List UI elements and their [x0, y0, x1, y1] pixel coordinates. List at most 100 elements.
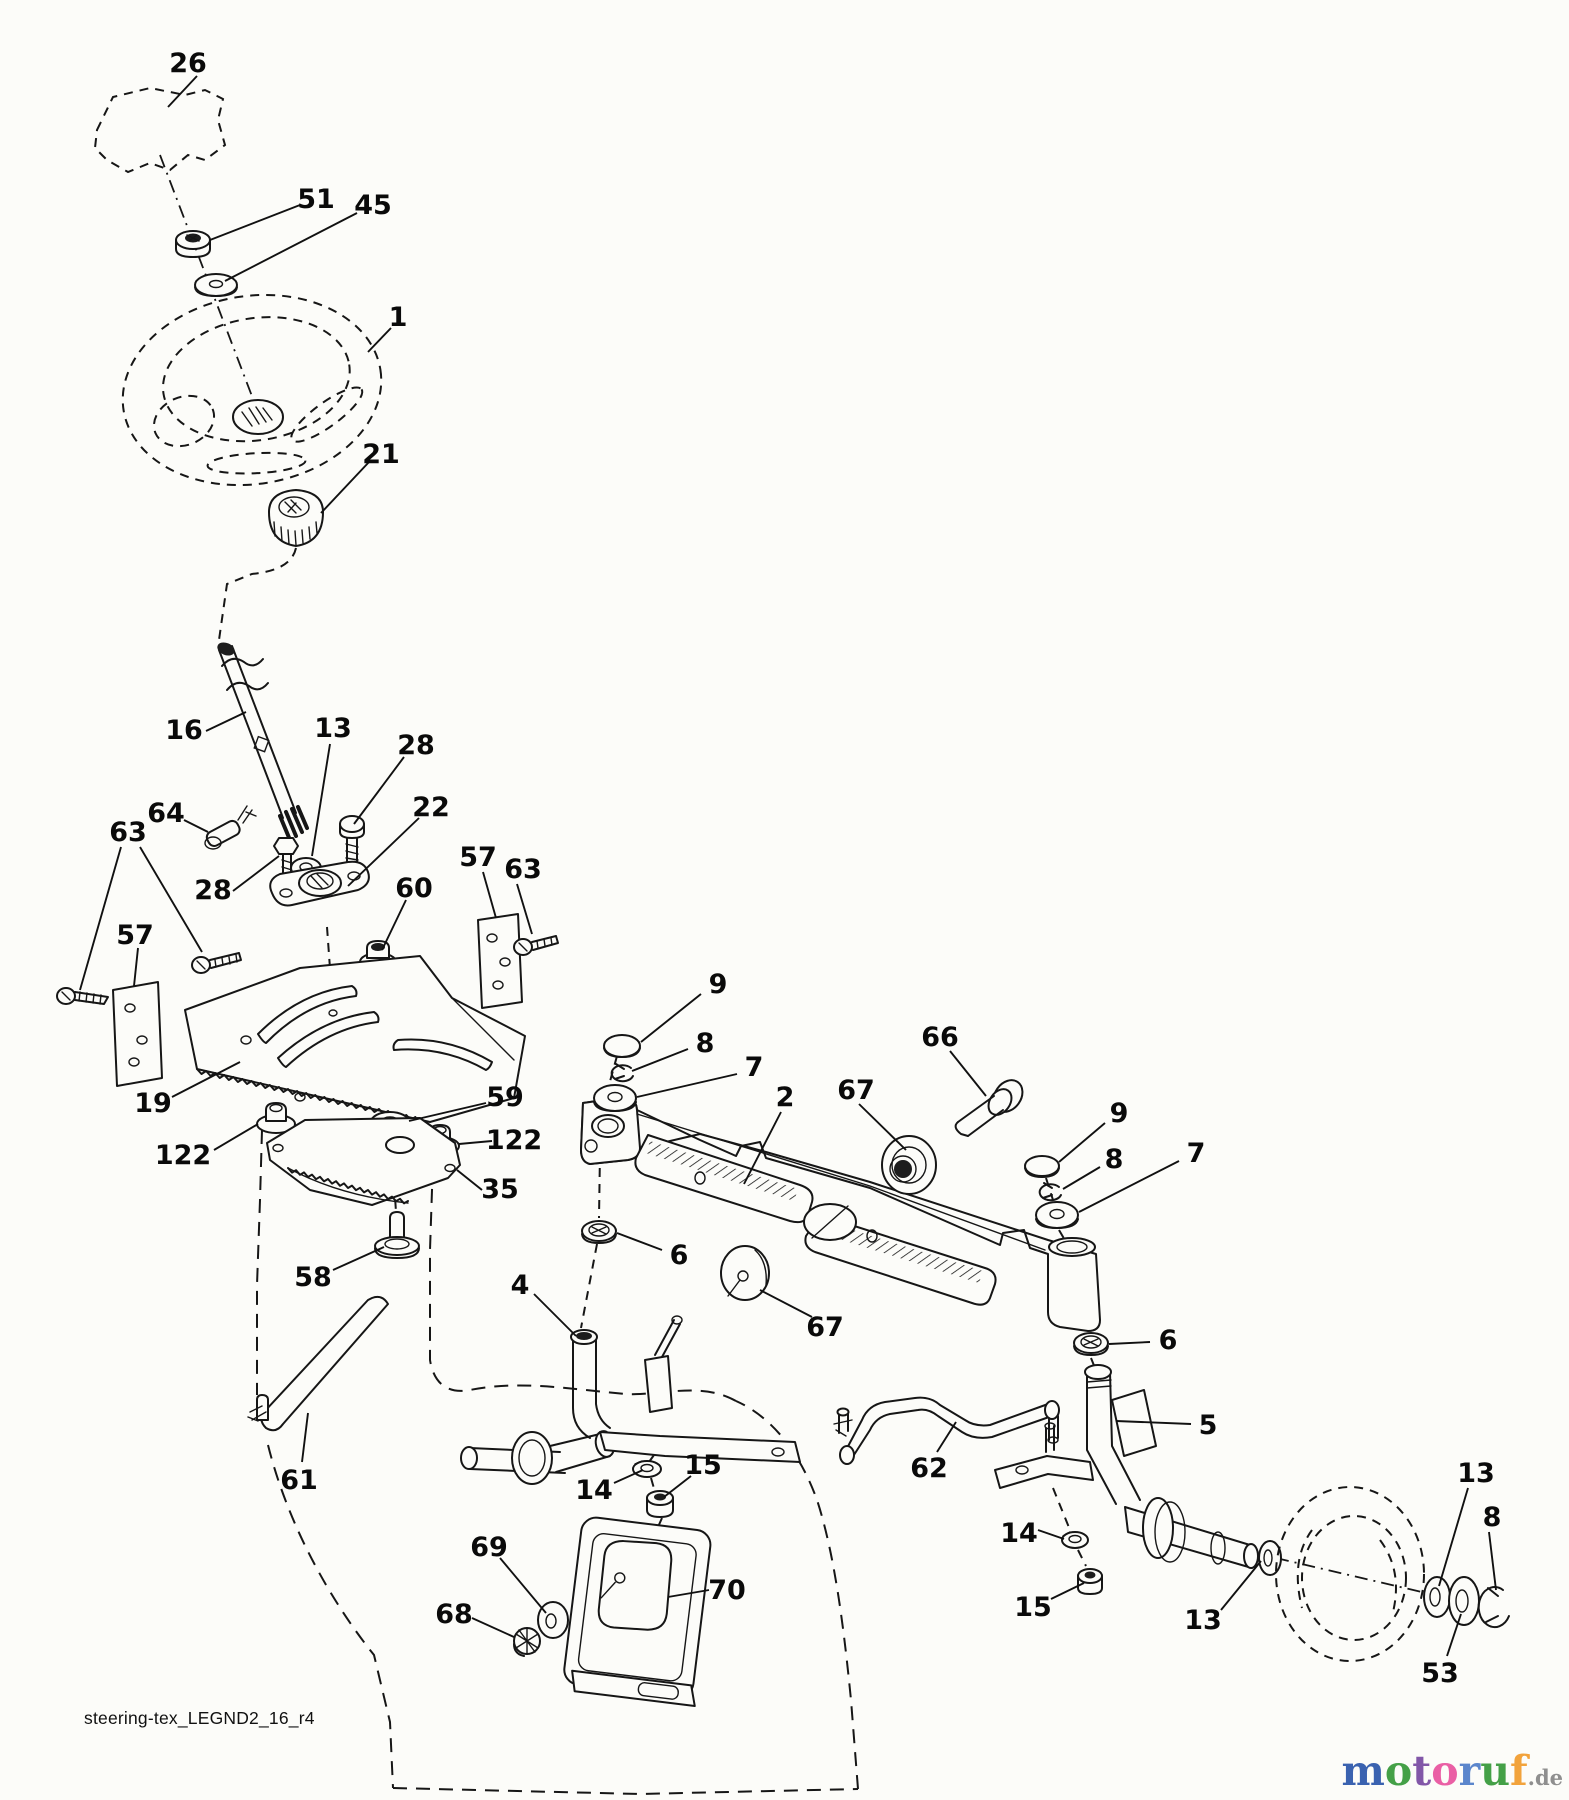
cap-9-left	[603, 1034, 641, 1058]
washer-13-outer	[1423, 1576, 1451, 1618]
callout-67b: 67	[806, 1312, 844, 1343]
callout-6b: 6	[1159, 1325, 1178, 1356]
callout-63b: 63	[504, 854, 542, 885]
callout-9b: 9	[1110, 1098, 1129, 1129]
bearing-flange-22	[269, 860, 370, 907]
diagram-caption: steering-tex_LEGND2_16_r4	[84, 1708, 315, 1728]
watermark-letter: o	[1431, 1747, 1459, 1795]
side-plate-57-right	[477, 913, 523, 1009]
washer-53	[1448, 1576, 1480, 1626]
callout-21: 21	[362, 439, 400, 470]
tie-rod-62	[833, 1396, 1060, 1465]
callout-19: 19	[134, 1088, 172, 1119]
callout-68: 68	[435, 1599, 473, 1630]
callout-67a: 67	[837, 1075, 875, 1106]
callout-15a: 15	[684, 1450, 722, 1481]
callout-58: 58	[294, 1262, 332, 1293]
steering-adapter-21	[268, 489, 324, 547]
callout-6a: 6	[670, 1240, 689, 1271]
nut-15-center	[646, 1490, 674, 1518]
callout-14a: 14	[575, 1475, 613, 1506]
callout-63a: 63	[109, 817, 147, 848]
callout-2: 2	[776, 1082, 795, 1113]
callout-7b: 7	[1187, 1138, 1206, 1169]
callout-57a: 57	[116, 920, 154, 951]
leader-lines	[79, 75, 1497, 1657]
callout-28a: 28	[397, 730, 435, 761]
side-plate-57-left	[112, 981, 163, 1087]
steering-cap-26	[93, 86, 227, 174]
callout-13c: 13	[1184, 1605, 1222, 1636]
bolt-28-right	[339, 815, 365, 863]
callout-8b: 8	[1105, 1144, 1124, 1175]
callout-4: 4	[511, 1270, 530, 1301]
callout-8c: 8	[1483, 1502, 1502, 1533]
callout-57b: 57	[459, 842, 497, 873]
callout-122a: 122	[155, 1140, 211, 1171]
callout-60: 60	[395, 873, 433, 904]
callout-51: 51	[297, 184, 335, 215]
watermark-letter: f	[1510, 1747, 1528, 1795]
clamp-64	[204, 805, 257, 850]
nut-15-right	[1077, 1568, 1103, 1595]
bolt-66	[954, 1079, 1024, 1137]
axle-stub-right	[1124, 1497, 1259, 1569]
washer-13-inner	[1258, 1540, 1282, 1576]
callout-8a: 8	[696, 1028, 715, 1059]
bushing-67-right	[881, 1135, 937, 1195]
callout-122b: 122	[486, 1125, 542, 1156]
hex-nut-51	[175, 230, 211, 258]
cap-9-right	[1024, 1155, 1060, 1178]
screw-63-left	[56, 987, 109, 1005]
spindle-5-right	[994, 1364, 1157, 1505]
callout-70: 70	[708, 1575, 746, 1606]
steering-shaft-16	[217, 642, 309, 842]
screw-63-mid	[191, 952, 242, 974]
callout-45: 45	[354, 190, 392, 221]
watermark-letter: r	[1458, 1747, 1481, 1795]
callout-5: 5	[1199, 1410, 1218, 1441]
washer-7-right	[1035, 1201, 1079, 1229]
bellcrank-plate-70	[563, 1516, 712, 1707]
e-clip-8-outer	[1477, 1586, 1510, 1629]
callout-26: 26	[169, 48, 207, 79]
locknut-68	[513, 1627, 541, 1657]
steering-plate-19	[184, 955, 526, 1123]
washer-67-center	[720, 1245, 770, 1301]
callout-9a: 9	[709, 969, 728, 1000]
watermark-logo[interactable]: motoruf.de	[1342, 1751, 1563, 1792]
watermark-letter: o	[1384, 1747, 1413, 1795]
screw-63-right	[513, 935, 559, 956]
washer-14-right	[1061, 1531, 1089, 1549]
callout-28b: 28	[194, 875, 232, 906]
callout-13b: 13	[1457, 1458, 1495, 1489]
spindle-4-left	[460, 1329, 616, 1485]
callout-14b: 14	[1000, 1518, 1038, 1549]
washer-14-center	[632, 1460, 662, 1478]
axle-beam-2	[580, 1096, 1101, 1332]
clip-8-right	[1038, 1182, 1062, 1202]
steering-wheel-1	[121, 293, 383, 487]
steering-wheel-hub	[232, 399, 284, 435]
watermark-letter: t	[1412, 1747, 1432, 1795]
callout-1: 1	[389, 302, 408, 333]
watermark-letter: u	[1480, 1747, 1510, 1795]
callout-53: 53	[1421, 1658, 1459, 1689]
washer-6-right	[1073, 1332, 1109, 1356]
sector-gear-35	[266, 1117, 461, 1206]
callout-69: 69	[470, 1532, 508, 1563]
callout-labels: 26 51 45 1 21 16 13 28 22 64 63 57 28 60…	[109, 48, 1501, 1689]
front-wheel-dashed	[1275, 1486, 1425, 1662]
washer-6-left	[581, 1220, 617, 1244]
washer-7-left	[593, 1084, 637, 1112]
drag-link-61	[247, 1295, 389, 1432]
bushing-58	[374, 1211, 420, 1259]
watermark-letter: m	[1341, 1747, 1385, 1795]
callout-16: 16	[165, 715, 203, 746]
callout-7a: 7	[745, 1052, 764, 1083]
spindle-bracket-left	[599, 1315, 801, 1463]
callout-59: 59	[486, 1082, 524, 1113]
callout-15b: 15	[1014, 1592, 1052, 1623]
watermark-suffix: .de	[1527, 1765, 1563, 1790]
